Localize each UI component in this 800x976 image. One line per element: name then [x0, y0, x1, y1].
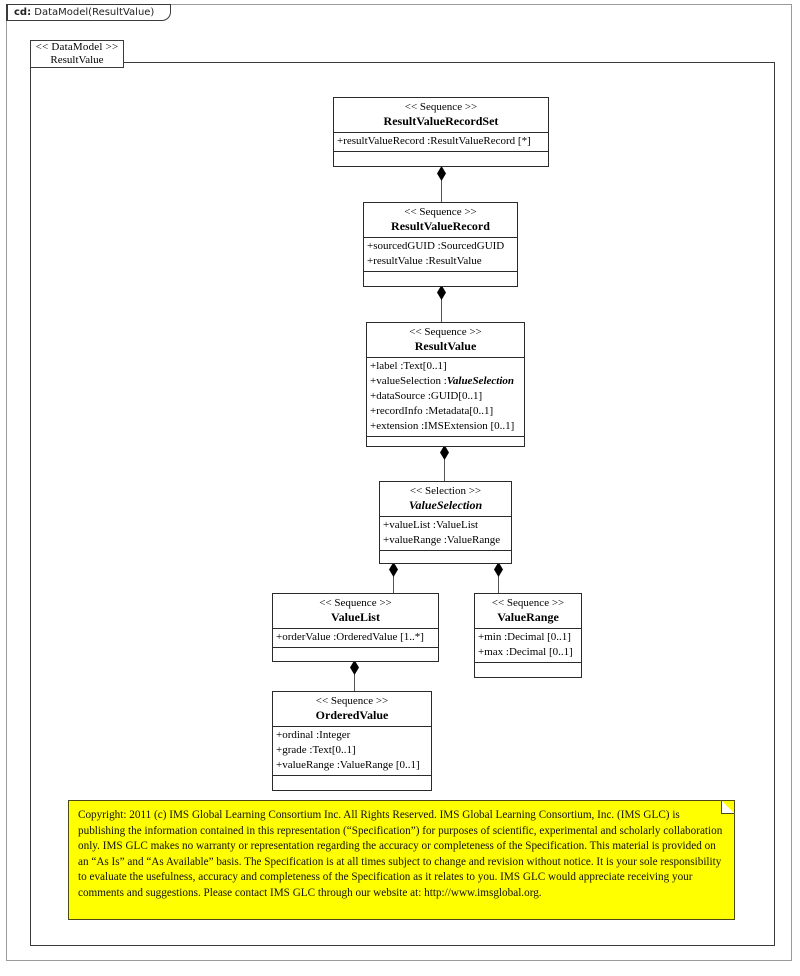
class-name: OrderedValue [315, 708, 389, 722]
class-name: ValueSelection [408, 498, 483, 512]
composition-diamond-valueselection-range [494, 562, 503, 577]
package-name: ResultValue [50, 54, 104, 66]
class-header: << Sequence >> ValueRange [475, 594, 581, 629]
class-header: << Sequence >> ResultValue [367, 323, 524, 358]
composition-diamond-record [437, 285, 446, 300]
class-box-valuelist[interactable]: << Sequence >> ValueList +orderValue :Or… [272, 593, 439, 662]
class-header: << Sequence >> ResultValueRecord [364, 203, 517, 238]
class-attribute: +sourcedGUID :SourcedGUID [367, 240, 505, 252]
composition-diamond-valueselection-list [389, 562, 398, 577]
class-attributes: +sourcedGUID :SourcedGUID +resultValue :… [364, 238, 517, 272]
class-stereotype: << Selection >> [409, 485, 482, 497]
class-operations [364, 272, 517, 289]
class-stereotype: << Sequence >> [319, 597, 392, 609]
class-operations [367, 437, 524, 454]
class-attribute: +extension :IMSExtension [0..1] [370, 420, 515, 432]
class-name: ResultValueRecord [391, 219, 490, 233]
copyright-note: Copyright: 2011 (c) IMS Global Learning … [68, 800, 735, 920]
class-box-valuerange[interactable]: << Sequence >> ValueRange +min :Decimal … [474, 593, 582, 678]
class-attribute: +min :Decimal [0..1] [478, 631, 571, 643]
class-attribute: +valueRange :ValueRange [0..1] [276, 759, 420, 771]
class-attribute: +valueRange :ValueRange [383, 534, 501, 546]
class-attribute: +valueList :ValueList [383, 519, 479, 531]
class-attribute: +resultValueRecord :ResultValueRecord [*… [337, 135, 531, 147]
class-stereotype: << Sequence >> [404, 206, 477, 218]
class-box-orderedvalue[interactable]: << Sequence >> OrderedValue +ordinal :In… [272, 691, 432, 791]
class-name: ResultValue [414, 339, 477, 353]
copyright-note-text: Copyright: 2011 (c) IMS Global Learning … [78, 809, 723, 899]
class-name: ValueList [331, 610, 380, 624]
class-header: << Sequence >> OrderedValue [273, 692, 431, 727]
class-header: << Selection >> ValueSelection [380, 482, 511, 517]
class-attributes: +label :Text[0..1] +valueSelection :Valu… [367, 358, 524, 437]
class-attributes: +ordinal :Integer +grade :Text[0..1] +va… [273, 727, 431, 776]
class-attributes: +orderValue :OrderedValue [1..*] [273, 629, 438, 648]
class-attributes: +resultValueRecord :ResultValueRecord [*… [334, 133, 548, 152]
class-operations [273, 776, 431, 793]
package-stereotype: << DataModel >> [35, 41, 119, 53]
class-stereotype: << Sequence >> [491, 597, 565, 609]
class-box-resultvalue[interactable]: << Sequence >> ResultValue +label :Text[… [366, 322, 525, 447]
class-operations [334, 152, 548, 169]
composition-diamond-valuelist [350, 660, 359, 675]
class-attribute: +recordInfo :Metadata[0..1] [370, 405, 494, 417]
connector-valueselection-to-valuerange [498, 564, 499, 594]
class-name: ResultValueRecordSet [383, 114, 499, 128]
connector-record-to-resultvalue [441, 287, 442, 323]
diagram-frame-tab-prefix: cd: [14, 7, 32, 18]
class-attribute: +grade :Text[0..1] [276, 744, 356, 756]
class-box-resultvaluerecord[interactable]: << Sequence >> ResultValueRecord +source… [363, 202, 518, 287]
class-attribute: +label :Text[0..1] [370, 360, 447, 372]
class-stereotype: << Sequence >> [315, 695, 389, 707]
class-attributes: +valueList :ValueList +valueRange :Value… [380, 517, 511, 551]
diagram-frame-tab: cd: DataModel(ResultValue) [6, 4, 172, 21]
class-name: ValueRange [497, 610, 559, 624]
composition-diamond-resultvalue [440, 445, 449, 460]
class-attribute: +resultValue :ResultValue [367, 255, 482, 267]
class-operations [273, 648, 438, 665]
class-operations [380, 551, 511, 568]
class-box-valueselection[interactable]: << Selection >> ValueSelection +valueLis… [379, 481, 512, 564]
package-frame [30, 62, 775, 946]
connector-recordset-to-record [441, 168, 442, 204]
class-stereotype: << Sequence >> [409, 326, 482, 338]
class-attributes: +min :Decimal [0..1] +max :Decimal [0..1… [475, 629, 581, 663]
attribute-name: +valueSelection : [370, 375, 447, 387]
class-operations [475, 663, 581, 680]
class-attribute: +ordinal :Integer [276, 729, 351, 741]
class-attribute: +valueSelection :ValueSelection [370, 374, 521, 389]
composition-diamond-recordset [437, 166, 446, 181]
class-box-resultvaluerecordset[interactable]: << Sequence >> ResultValueRecordSet +res… [333, 97, 549, 167]
class-header: << Sequence >> ResultValueRecordSet [334, 98, 548, 133]
connector-valuelist-to-orderedvalue [354, 662, 355, 692]
class-attribute: +orderValue :OrderedValue [1..*] [276, 631, 424, 643]
class-attribute: +max :Decimal [0..1] [478, 646, 573, 658]
package-name-tab: << DataModel >> ResultValue [30, 40, 124, 68]
attribute-type-italic: ValueSelection [446, 375, 514, 387]
diagram-frame-tab-title: DataModel(ResultValue) [31, 7, 155, 18]
class-stereotype: << Sequence >> [404, 101, 478, 113]
class-attribute: +dataSource :GUID[0..1] [370, 390, 483, 402]
connector-valueselection-to-valuelist [393, 564, 394, 594]
connector-resultvalue-to-valueselection [444, 447, 445, 483]
class-header: << Sequence >> ValueList [273, 594, 438, 629]
